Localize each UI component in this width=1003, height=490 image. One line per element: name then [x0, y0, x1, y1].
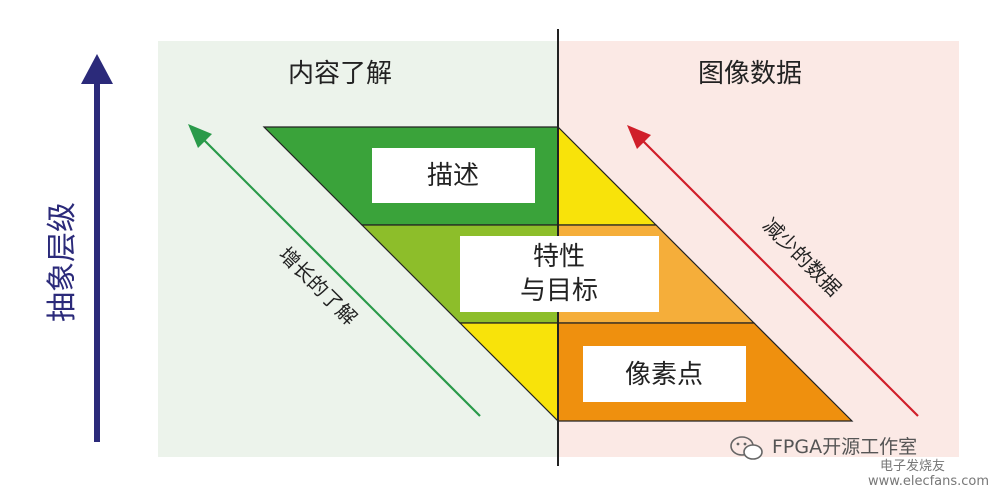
understanding-arrow-line — [201, 137, 481, 417]
understanding-arrow-head — [188, 124, 212, 148]
features-box — [460, 236, 659, 312]
features-label-line2: 与目标 — [520, 276, 598, 306]
left-panel-title: 内容了解 — [288, 59, 392, 89]
description-box — [372, 148, 535, 203]
pixels-label: 像素点 — [625, 360, 703, 390]
abstraction-axis-label: 抽象层级 — [45, 202, 80, 322]
description-label: 描述 — [427, 161, 479, 191]
right-panel-title: 图像数据 — [698, 59, 802, 89]
data-arrow-head — [627, 125, 651, 149]
watermark-small-text: 电子发烧友 — [880, 458, 945, 474]
abstraction-axis-arrowhead — [81, 54, 113, 84]
features-label-line1: 特性 — [533, 242, 585, 272]
watermark-url: www.elecfans.com — [868, 474, 989, 489]
wechat-icon — [730, 436, 763, 460]
data-arrow-line — [640, 138, 919, 417]
pixels-box — [583, 346, 746, 402]
watermark-text: FPGA开源工作室 — [772, 436, 917, 458]
